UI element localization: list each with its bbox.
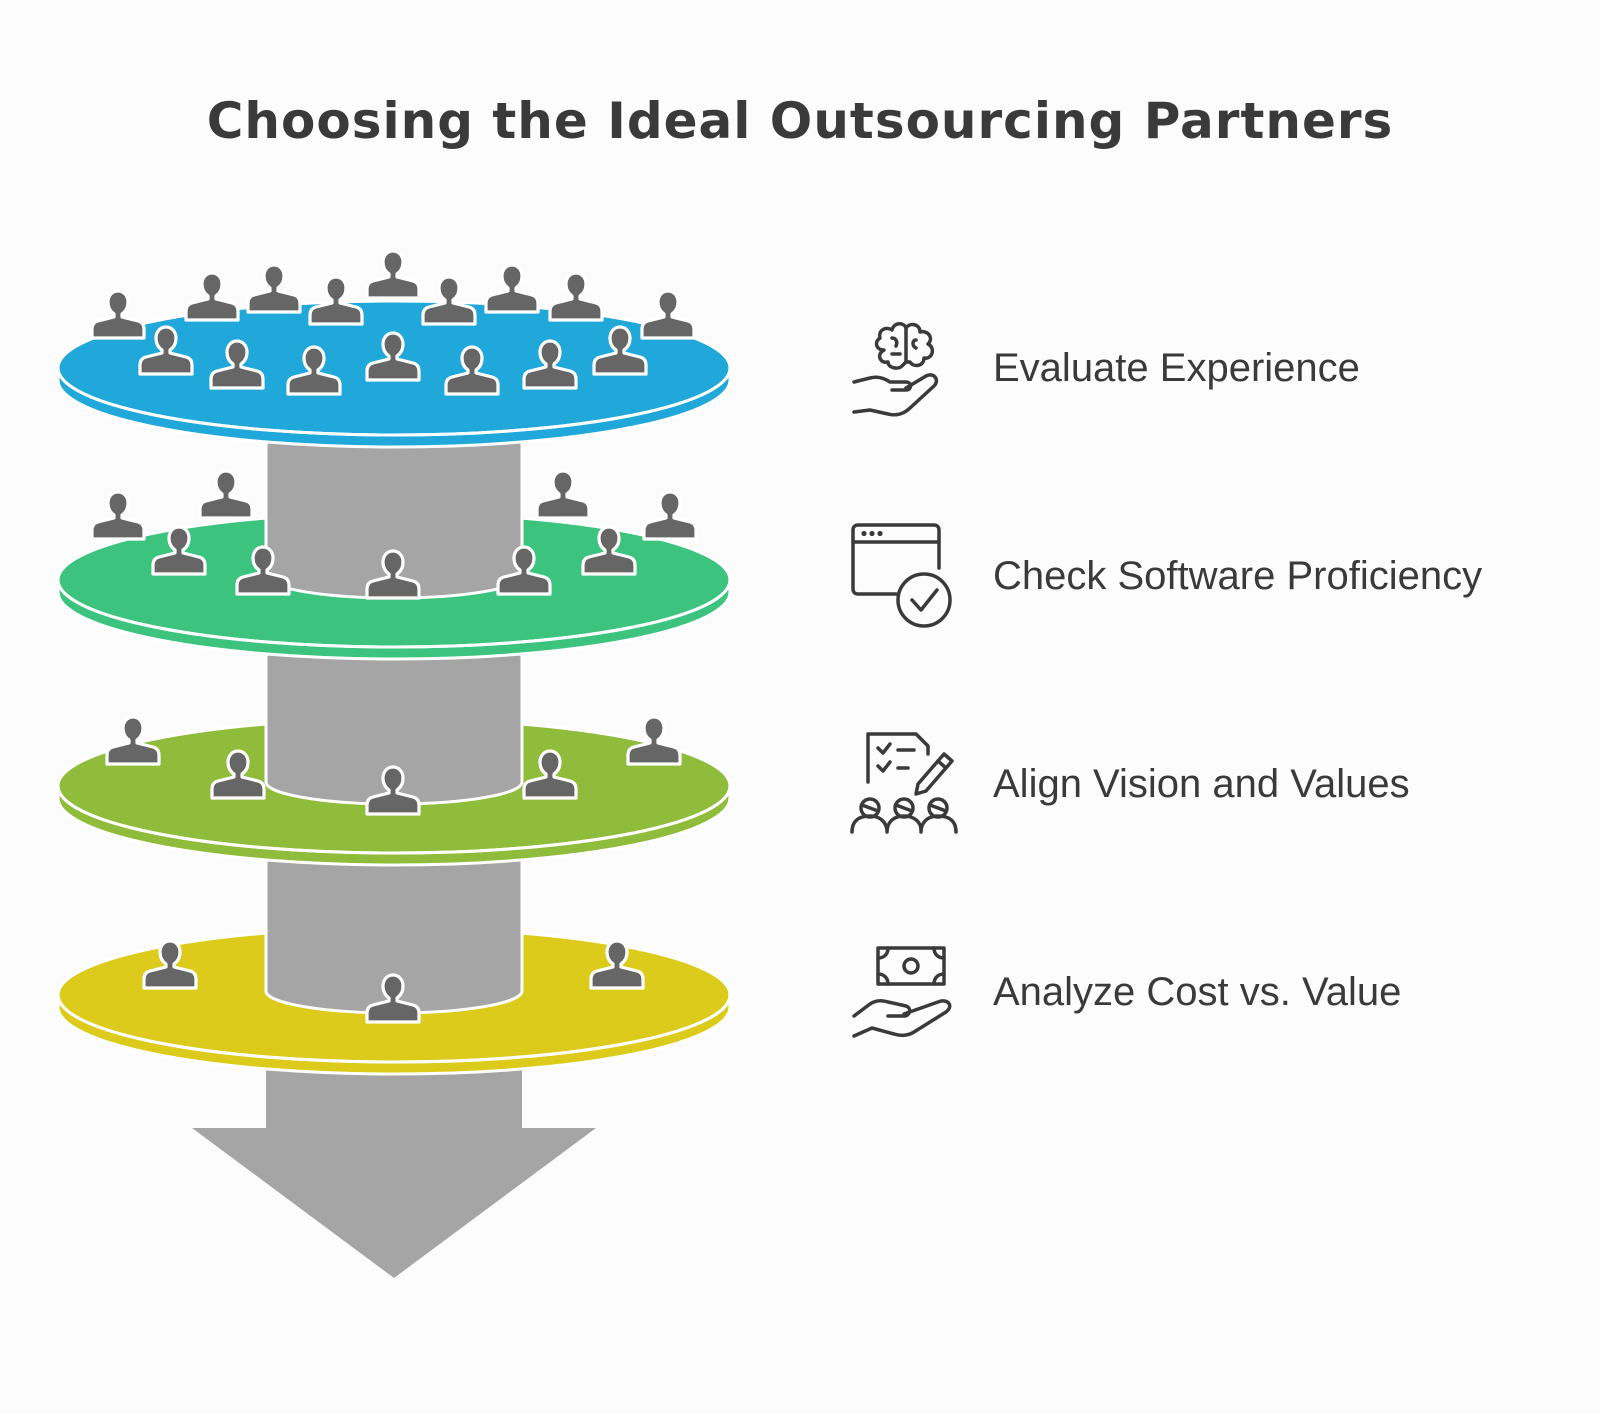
stage-label: Analyze Cost vs. Value <box>993 970 1402 1014</box>
person-icon <box>642 490 698 541</box>
person-icon <box>592 325 648 376</box>
person-icon <box>210 749 266 800</box>
browser-check-icon <box>851 523 952 628</box>
person-icon <box>151 525 207 576</box>
person-icon <box>209 339 265 390</box>
funnel-layer-2 <box>56 440 732 661</box>
person-icon <box>365 549 421 600</box>
stage-evaluate-experience: Evaluate Experience <box>848 308 1588 428</box>
funnel-column-bottom <box>192 1050 596 1278</box>
person-icon <box>308 275 364 326</box>
person-icon <box>138 325 194 376</box>
funnel-diagram <box>56 249 732 1278</box>
funnel-layer-1 <box>56 249 732 449</box>
person-icon <box>581 525 637 576</box>
stage-check-software-proficiency: Check Software Proficiency <box>848 516 1588 636</box>
checklist-team-icon <box>850 732 958 834</box>
person-icon <box>365 331 421 382</box>
person-icon <box>535 469 591 520</box>
person-icon <box>484 263 540 314</box>
person-icon <box>235 545 291 596</box>
person-icon <box>589 939 645 990</box>
stage-label: Evaluate Experience <box>993 346 1360 390</box>
person-icon <box>142 939 198 990</box>
person-icon <box>548 271 604 322</box>
person-icon <box>105 715 161 766</box>
brain-hand-icon <box>852 322 939 417</box>
person-icon <box>184 271 240 322</box>
money-hand-icon <box>852 946 952 1038</box>
person-icon <box>365 249 421 300</box>
stage-label: Align Vision and Values <box>993 762 1410 806</box>
person-icon <box>522 749 578 800</box>
person-icon <box>90 490 146 541</box>
person-icon <box>286 345 342 396</box>
person-icon <box>421 275 477 326</box>
person-icon <box>496 545 552 596</box>
funnel-layer-4 <box>56 855 732 1076</box>
person-icon <box>626 715 682 766</box>
funnel-layer-3 <box>56 646 732 867</box>
stage-label: Check Software Proficiency <box>993 554 1483 598</box>
person-icon <box>198 469 254 520</box>
person-icon <box>522 339 578 390</box>
person-icon <box>246 263 302 314</box>
person-icon <box>640 289 696 340</box>
person-icon <box>365 973 421 1024</box>
person-icon <box>444 345 500 396</box>
stage-analyze-cost-vs-value: Analyze Cost vs. Value <box>848 932 1588 1052</box>
stage-align-vision-and-values: Align Vision and Values <box>848 724 1588 844</box>
person-icon <box>365 765 421 816</box>
diagram-title: Choosing the Ideal Outsourcing Partners <box>206 92 1394 150</box>
person-icon <box>90 289 146 340</box>
